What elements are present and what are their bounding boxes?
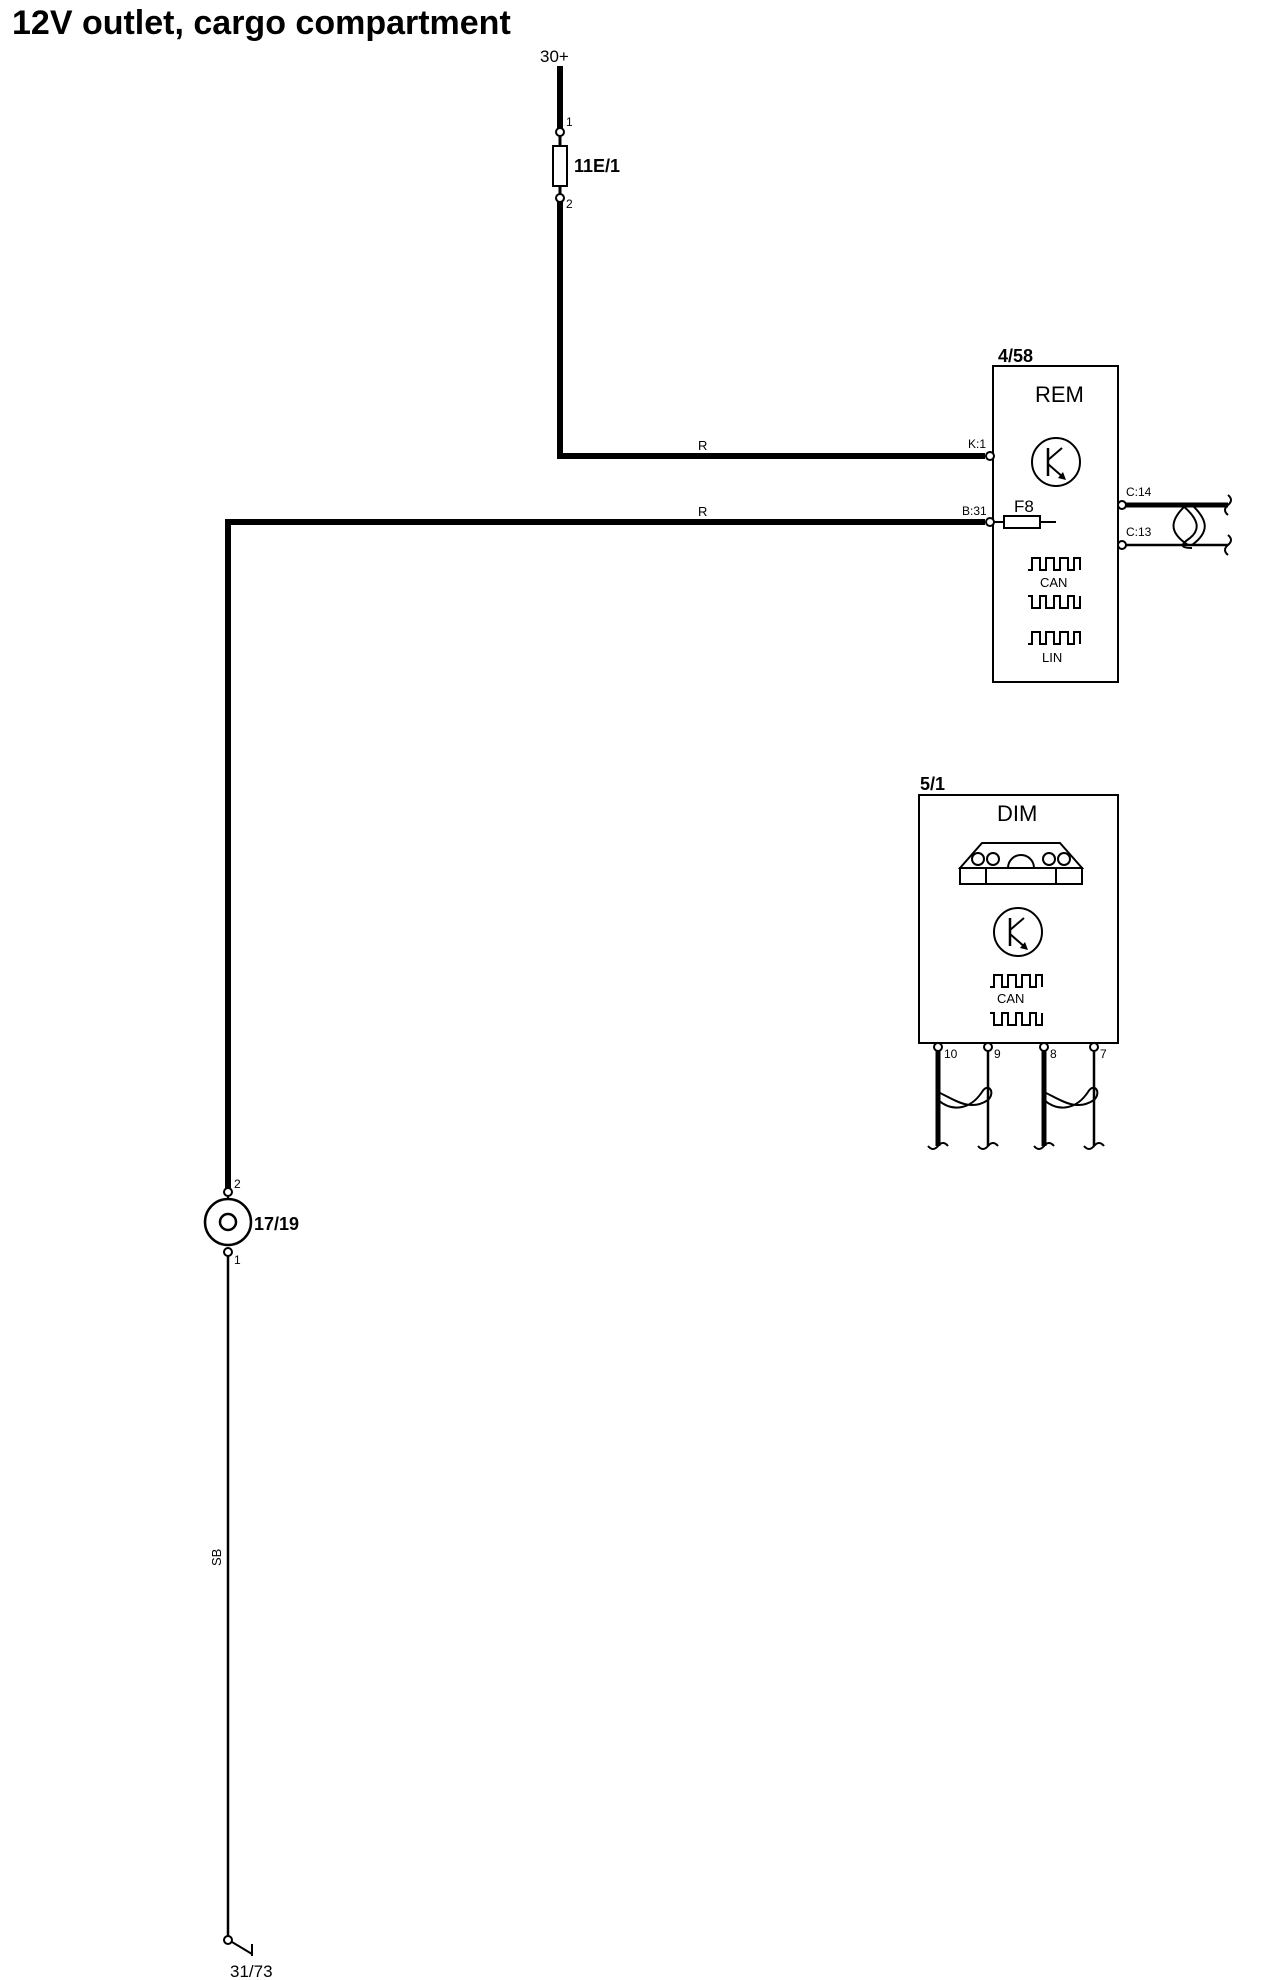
outlet-pin-1 <box>223 1247 233 1257</box>
rem-pin-b31-label: B:31 <box>962 504 987 518</box>
rem-pin-c14-label: C:14 <box>1126 485 1152 499</box>
rem-can-twisted-pair <box>1126 494 1232 556</box>
fuse-pin-2-label: 2 <box>566 197 573 211</box>
rem-pin-c14 <box>1117 500 1127 510</box>
dim-can-twisted-pairs <box>927 1051 1105 1150</box>
outlet-pin-2-label: 2 <box>234 1177 241 1191</box>
dim-pin-7 <box>1089 1042 1099 1052</box>
ground-label: 31/73 <box>230 1962 273 1980</box>
wire-fuse-to-rem <box>557 202 985 459</box>
ground-pin <box>223 1935 233 1945</box>
rem-transistor-icon <box>1031 437 1081 487</box>
dim-pin-7-label: 7 <box>1100 1047 1107 1061</box>
dim-transistor-icon <box>993 907 1043 957</box>
dim-pin-10-label: 10 <box>944 1047 958 1061</box>
rem-fuse-label: F8 <box>1014 497 1034 516</box>
dim-name: DIM <box>997 801 1037 826</box>
dim-can-waveform-icon <box>990 974 1043 1026</box>
rem-can-label: CAN <box>1040 575 1067 590</box>
rem-lin-label: LIN <box>1042 650 1062 665</box>
ground-icon <box>231 1941 253 1956</box>
diagram-title: 12V outlet, cargo compartment <box>12 4 511 42</box>
dim-pins <box>933 1042 1099 1052</box>
dim-pin-9-label: 9 <box>994 1047 1001 1061</box>
wire-rem-to-outlet <box>225 519 985 1188</box>
outlet-pin-2 <box>223 1187 233 1197</box>
dim-can-label: CAN <box>997 991 1024 1006</box>
fuse-label: 11E/1 <box>574 156 620 176</box>
fuse-pin-1 <box>555 127 565 137</box>
wire-color-ground: SB <box>209 1549 224 1566</box>
rem-fuse-f8 <box>1003 515 1041 529</box>
instrument-cluster-icon <box>957 842 1085 885</box>
dim-pin-8 <box>1039 1042 1049 1052</box>
rem-can-waveform-icon <box>1028 557 1081 609</box>
dim-pin-8-label: 8 <box>1050 1047 1057 1061</box>
outlet-pin-1-label: 1 <box>234 1253 241 1267</box>
rem-name: REM <box>1035 382 1084 407</box>
fuse-pin-2 <box>555 193 565 203</box>
rem-pin-c13-label: C:13 <box>1126 525 1152 539</box>
rem-pin-b31 <box>985 517 995 527</box>
dim-pin-10 <box>933 1042 943 1052</box>
rem-lin-waveform-icon <box>1028 631 1081 645</box>
dim-pin-9 <box>983 1042 993 1052</box>
rem-id: 4/58 <box>998 346 1033 366</box>
supply-label: 30+ <box>540 47 569 66</box>
wire-color-top: R <box>698 438 707 453</box>
dim-id: 5/1 <box>920 774 945 794</box>
fuse-11e1 <box>552 145 568 187</box>
rem-pin-k1 <box>985 451 995 461</box>
outlet-label: 17/19 <box>254 1214 299 1234</box>
rem-pin-c13 <box>1117 540 1127 550</box>
wire-color-mid: R <box>698 504 707 519</box>
rem-pin-k1-label: K:1 <box>968 437 986 451</box>
fuse-pin-1-label: 1 <box>566 115 573 129</box>
